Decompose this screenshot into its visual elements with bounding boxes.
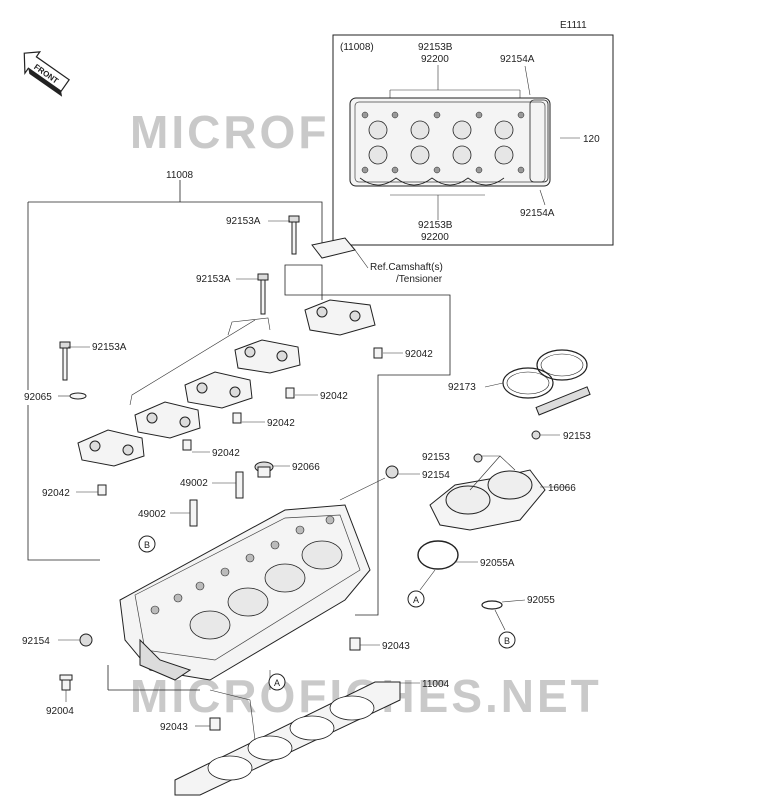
bolt-92153a-1 xyxy=(288,215,300,255)
camshaft-cap-top xyxy=(304,299,376,336)
label-92042-2: 92042 xyxy=(320,391,348,402)
label-92004: 92004 xyxy=(46,706,74,717)
o-ring-92055a xyxy=(417,540,459,570)
label-92154-bottom: 92154 xyxy=(22,636,50,647)
dowel-pin-92042-2 xyxy=(285,387,295,399)
label-92055: 92055 xyxy=(527,595,555,606)
callout-a-right: A xyxy=(407,590,425,608)
inset-label-92200-bot: 92200 xyxy=(421,232,449,243)
label-92154-top: 92154 xyxy=(422,470,450,481)
dowel-92043-1 xyxy=(349,637,361,651)
plug-92154-bottom xyxy=(79,633,93,647)
label-49002-1: 49002 xyxy=(180,478,208,489)
label-92065: 92065 xyxy=(24,392,52,403)
camshaft-cap-2 xyxy=(234,339,301,374)
svg-text:B: B xyxy=(504,636,510,646)
holder-16066 xyxy=(429,469,546,531)
label-ref-tensioner: /Tensioner xyxy=(396,274,443,285)
callout-a-left: A xyxy=(268,673,286,691)
label-11004: 11004 xyxy=(422,679,450,690)
label-92153-right: 92153 xyxy=(563,431,591,442)
camshaft-cap-4 xyxy=(134,401,201,439)
callout-b-right: B xyxy=(498,631,516,649)
valve-guide-49002-1 xyxy=(235,471,244,499)
inset-label-120: 120 xyxy=(583,134,600,145)
dowel-pin-92042-3 xyxy=(232,412,242,424)
screw-92153-left xyxy=(473,453,483,463)
label-92173: 92173 xyxy=(448,382,476,393)
label-11008: 11008 xyxy=(166,170,194,181)
label-92055a: 92055A xyxy=(480,558,515,569)
dowel-pin-92042-1 xyxy=(373,347,383,359)
cylinder-head-11008 xyxy=(119,504,371,681)
leader-lines xyxy=(58,220,570,727)
plug-92154-top xyxy=(339,465,399,501)
diagram-id: E1111 xyxy=(560,20,587,31)
label-92153-left: 92153 xyxy=(422,452,450,463)
tensioner-bracket xyxy=(311,237,369,269)
label-92066: 92066 xyxy=(292,462,320,473)
front-arrow-icon: FRONT xyxy=(23,51,70,97)
label-92043-1: 92043 xyxy=(382,641,410,652)
cap-group-lines xyxy=(129,317,271,406)
label-92042-1: 92042 xyxy=(405,349,433,360)
valve-guide-49002-2 xyxy=(189,499,198,527)
svg-text:B: B xyxy=(144,540,150,550)
oil-seal-92066 xyxy=(254,461,274,478)
label-92042-4: 92042 xyxy=(212,448,240,459)
bolt-92153a-3 xyxy=(59,341,71,381)
label-ref-camshaft: Ref.Camshaft(s) xyxy=(370,262,443,273)
label-92043-2: 92043 xyxy=(160,722,188,733)
label-16066: 16066 xyxy=(548,483,576,494)
o-ring-92055 xyxy=(481,600,503,610)
label-92153a-2: 92153A xyxy=(196,274,231,285)
label-49002-2: 49002 xyxy=(138,509,166,520)
dowel-pin-92042-5 xyxy=(97,484,107,496)
label-92042-3: 92042 xyxy=(267,418,295,429)
inset-label-92153b-top: 92153B xyxy=(418,42,453,53)
head-gasket-11004 xyxy=(174,681,401,796)
svg-text:A: A xyxy=(413,595,419,605)
inset-label-92153b-bot: 92153B xyxy=(418,220,453,231)
inset-label-92154a-bot: 92154A xyxy=(520,208,555,219)
bolt-92153a-2 xyxy=(257,273,269,315)
inset-label-92200-top: 92200 xyxy=(421,54,449,65)
dowel-92043-2 xyxy=(209,717,221,731)
label-92153a-3: 92153A xyxy=(92,342,127,353)
stud-92004 xyxy=(59,674,73,691)
screw-92153-right xyxy=(531,430,541,440)
inset-label-92154a-top: 92154A xyxy=(500,54,535,65)
dowel-pin-92042-4 xyxy=(182,439,192,451)
camshaft-cap-3 xyxy=(184,371,253,409)
inset-panel: (11008) 92153B 92200 92154A 120 92153B 9… xyxy=(332,34,614,246)
assembly-frame-lines xyxy=(27,180,451,691)
washer-92065 xyxy=(69,392,87,400)
label-92153a-1: 92153A xyxy=(226,216,261,227)
camshaft-cap-5 xyxy=(77,429,145,467)
inset-cylinder-head-top-view xyxy=(349,97,551,187)
clamp-92173 xyxy=(502,349,591,416)
label-92042-5: 92042 xyxy=(42,488,70,499)
inset-title: (11008) xyxy=(340,42,374,53)
svg-text:A: A xyxy=(274,678,280,688)
callout-b-left: B xyxy=(138,535,156,553)
